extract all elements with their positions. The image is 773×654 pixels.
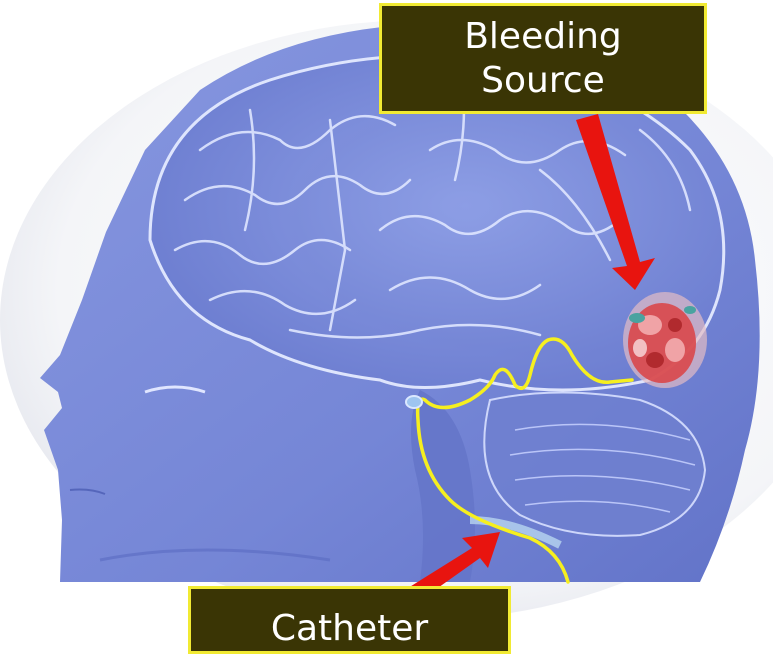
catheter-label: Catheter (188, 586, 511, 654)
bleeding-source-label: Bleeding Source (379, 3, 707, 114)
vessel-tip (406, 396, 422, 408)
bleeding-label-line2: Source (382, 59, 704, 103)
bleeding-label-line1: Bleeding (382, 15, 704, 59)
bleeding-area (623, 292, 707, 388)
catheter-label-text: Catheter (271, 608, 428, 649)
